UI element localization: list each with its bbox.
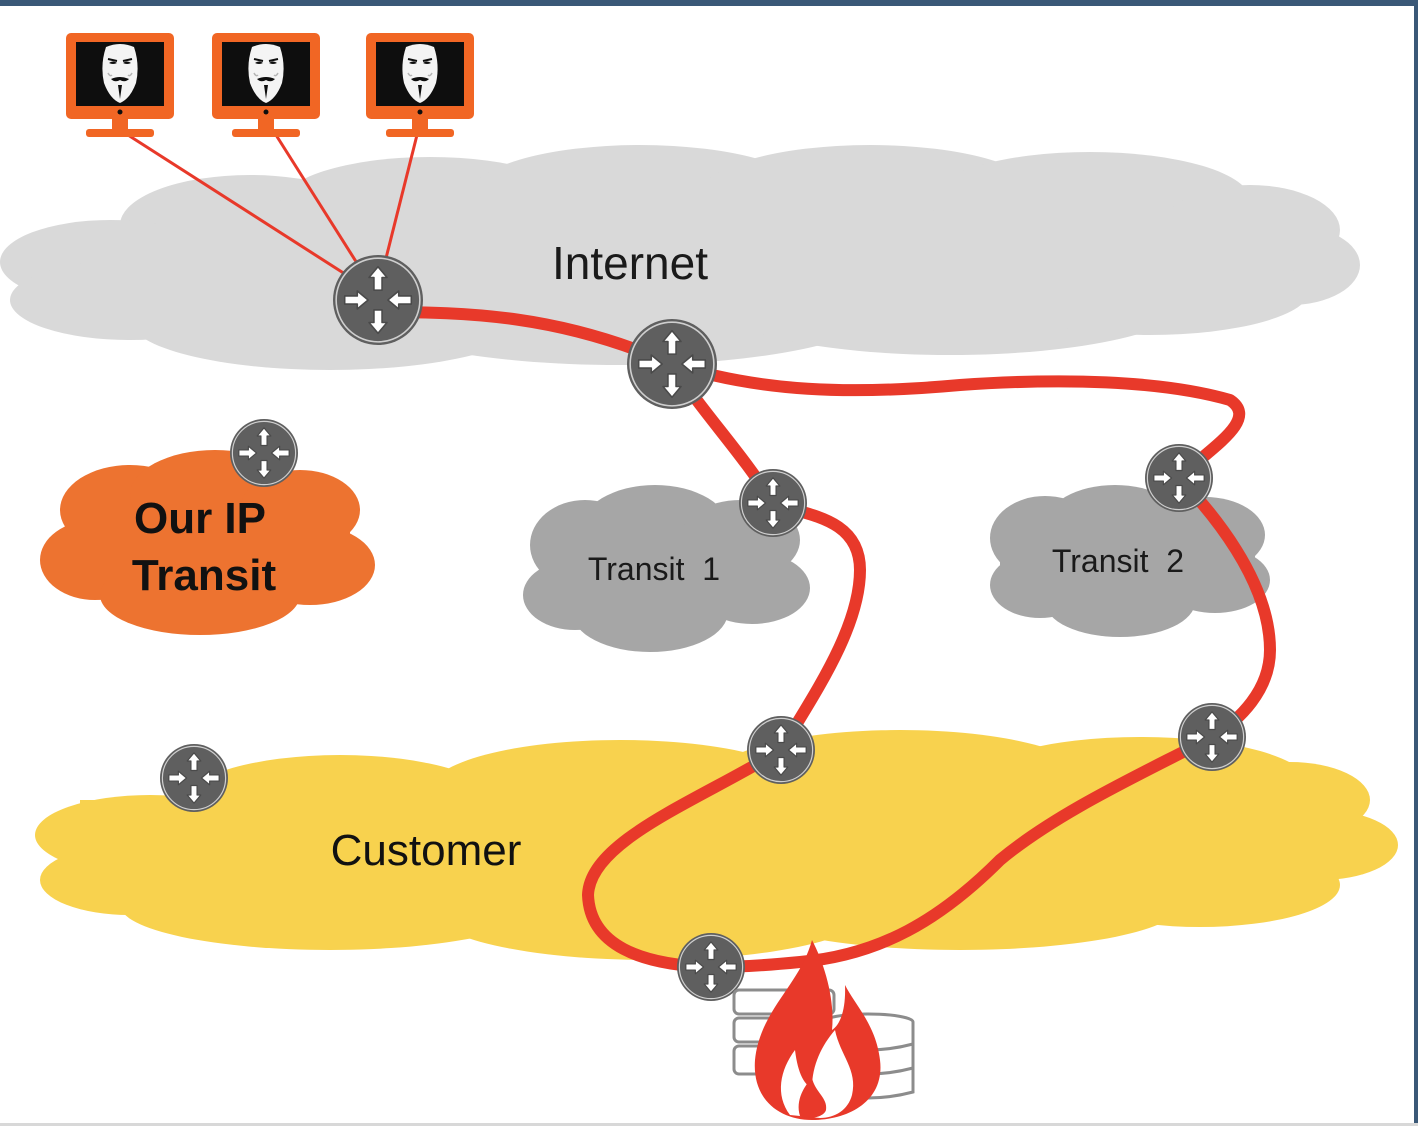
router-icon	[1177, 702, 1247, 772]
internet-label: Internet	[552, 237, 708, 289]
customer-cloud	[35, 730, 1398, 960]
router-icon	[1144, 443, 1214, 513]
anonymous-mask-monitor-icon	[365, 32, 475, 138]
router-icon	[332, 254, 424, 346]
fire-icon	[754, 940, 881, 1120]
attacker-link-1	[127, 133, 371, 292]
router-icon	[626, 318, 718, 410]
router-icon	[159, 743, 229, 813]
top-strip	[0, 0, 1418, 6]
our-ip-transit-cloud	[40, 450, 375, 635]
customer-label: Customer	[331, 826, 522, 875]
our-ip-transit-label-line1: Our IP	[134, 494, 266, 543]
our-ip-transit-label-line2: Transit	[132, 551, 277, 600]
transit1-label: Transit 1	[588, 551, 720, 587]
router-icon	[738, 468, 808, 538]
path-via-transit2	[666, 358, 1276, 973]
anonymous-mask-monitor-icon	[211, 32, 321, 138]
right-strip	[1414, 0, 1418, 1126]
router-icon	[746, 715, 816, 785]
router-icon	[229, 418, 299, 488]
internet-cloud	[0, 145, 1360, 370]
transit2-label: Transit 2	[1052, 543, 1184, 579]
bottom-rule	[0, 1123, 1418, 1126]
attackers	[65, 32, 475, 138]
anonymous-mask-monitor-icon	[65, 32, 175, 138]
